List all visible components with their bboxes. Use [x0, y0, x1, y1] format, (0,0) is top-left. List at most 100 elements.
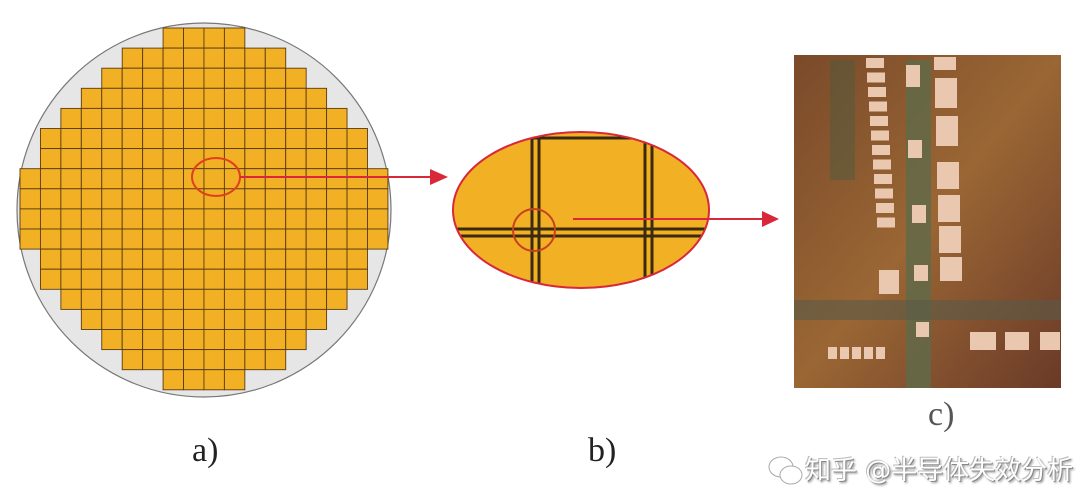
die — [162, 369, 184, 391]
bond-pad — [852, 347, 861, 359]
die — [121, 228, 144, 250]
die — [121, 168, 144, 190]
die — [203, 329, 225, 351]
die — [244, 248, 266, 270]
bond-pad — [936, 116, 958, 146]
die — [264, 87, 287, 109]
die — [142, 248, 164, 270]
die-closeup-diagram — [452, 131, 710, 289]
die — [142, 128, 164, 150]
die — [121, 47, 144, 69]
die — [346, 248, 368, 270]
die — [60, 268, 82, 290]
die — [80, 148, 103, 170]
die — [162, 87, 184, 109]
die — [244, 228, 266, 250]
bond-pad — [871, 130, 889, 141]
panel-b-label: b) — [588, 432, 617, 469]
die — [142, 148, 164, 170]
die — [326, 288, 348, 310]
die — [346, 128, 368, 150]
die — [39, 168, 62, 190]
die — [142, 288, 164, 310]
die — [60, 148, 82, 170]
panel-c-label: c) — [928, 396, 955, 433]
bond-pad — [868, 87, 886, 97]
die — [183, 47, 205, 69]
die — [326, 248, 348, 270]
die — [101, 329, 123, 351]
panel-a-label: a) — [192, 432, 219, 469]
die — [162, 288, 184, 310]
wafer-diagram — [16, 22, 392, 398]
die — [142, 349, 164, 371]
bond-pad — [916, 322, 929, 337]
die — [60, 128, 82, 150]
die — [101, 67, 123, 89]
die — [162, 268, 184, 290]
die — [19, 208, 41, 230]
die — [244, 208, 266, 230]
die — [162, 47, 184, 69]
die — [244, 87, 266, 109]
die — [101, 288, 123, 310]
die — [80, 188, 103, 210]
die — [183, 308, 205, 330]
die — [39, 268, 62, 290]
bond-pad — [866, 58, 884, 68]
die — [203, 107, 225, 129]
die — [223, 228, 246, 250]
die — [60, 107, 82, 129]
die — [142, 87, 164, 109]
die — [305, 228, 328, 250]
die — [305, 268, 328, 290]
bond-pad — [939, 226, 961, 253]
die — [183, 349, 205, 371]
die — [264, 329, 287, 351]
die — [183, 148, 205, 170]
bond-pad — [914, 265, 928, 281]
die — [101, 208, 123, 230]
die — [19, 168, 41, 190]
die — [346, 188, 368, 210]
bond-pad — [876, 203, 894, 213]
die — [162, 228, 184, 250]
bond-pad — [912, 205, 926, 223]
die — [305, 208, 328, 230]
die — [223, 188, 246, 210]
die — [326, 168, 348, 190]
die — [203, 128, 225, 150]
die — [367, 168, 389, 190]
die — [264, 248, 287, 270]
die — [80, 308, 103, 330]
die — [183, 128, 205, 150]
die — [203, 349, 225, 371]
die — [346, 168, 368, 190]
die — [264, 188, 287, 210]
die — [121, 148, 144, 170]
die — [264, 308, 287, 330]
die — [244, 349, 266, 371]
bond-pad — [873, 159, 891, 170]
die — [223, 308, 246, 330]
die — [121, 349, 144, 371]
die — [223, 67, 246, 89]
die — [244, 168, 266, 190]
die — [39, 128, 62, 150]
die — [162, 308, 184, 330]
bond-pad — [938, 195, 960, 222]
die — [305, 168, 328, 190]
die — [19, 228, 41, 250]
arrow-b-to-c — [573, 211, 779, 227]
die — [326, 188, 348, 210]
die — [305, 248, 328, 270]
bond-pad — [879, 270, 899, 294]
die — [203, 188, 225, 210]
die — [162, 107, 184, 129]
die — [244, 47, 266, 69]
die — [162, 349, 184, 371]
die — [80, 268, 103, 290]
die — [142, 208, 164, 230]
die — [80, 168, 103, 190]
